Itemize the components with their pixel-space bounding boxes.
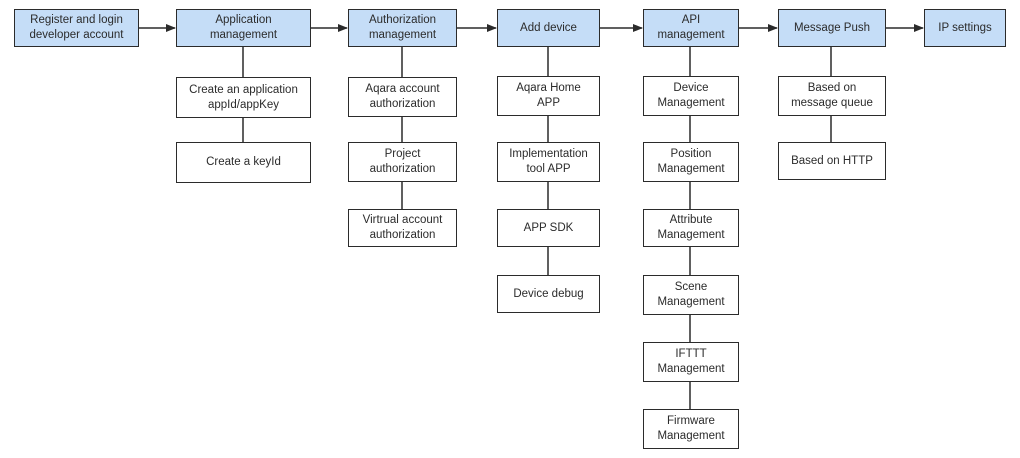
node-create-application: Create an application appId/appKey [176, 77, 311, 118]
node-device-management: Device Management [643, 76, 739, 116]
step-message-push: Message Push [778, 9, 886, 47]
step-add-device: Add device [497, 9, 600, 47]
step-register: Register and login developer account [14, 9, 139, 47]
node-create-keyid: Create a keyId [176, 142, 311, 183]
step-application-management: Application management [176, 9, 311, 47]
node-implementation-tool-app: Implementation tool APP [497, 142, 600, 182]
step-api-management: API management [643, 9, 739, 47]
step-authorization-management: Authorization management [348, 9, 457, 47]
node-project-authorization: Project authorization [348, 142, 457, 182]
node-position-management: Position Management [643, 142, 739, 182]
node-scene-management: Scene Management [643, 275, 739, 315]
step-ip-settings: IP settings [924, 9, 1006, 47]
node-device-debug: Device debug [497, 275, 600, 313]
node-ifttt-management: IFTTT Management [643, 342, 739, 382]
node-aqara-home-app: Aqara Home APP [497, 76, 600, 116]
node-message-queue: Based on message queue [778, 76, 886, 116]
node-attribute-management: Attribute Management [643, 209, 739, 247]
node-firmware-management: Firmware Management [643, 409, 739, 449]
node-based-on-http: Based on HTTP [778, 142, 886, 180]
node-aqara-account-authorization: Aqara account authorization [348, 77, 457, 117]
node-app-sdk: APP SDK [497, 209, 600, 247]
node-virtual-account-authorization: Virtrual account authorization [348, 209, 457, 247]
